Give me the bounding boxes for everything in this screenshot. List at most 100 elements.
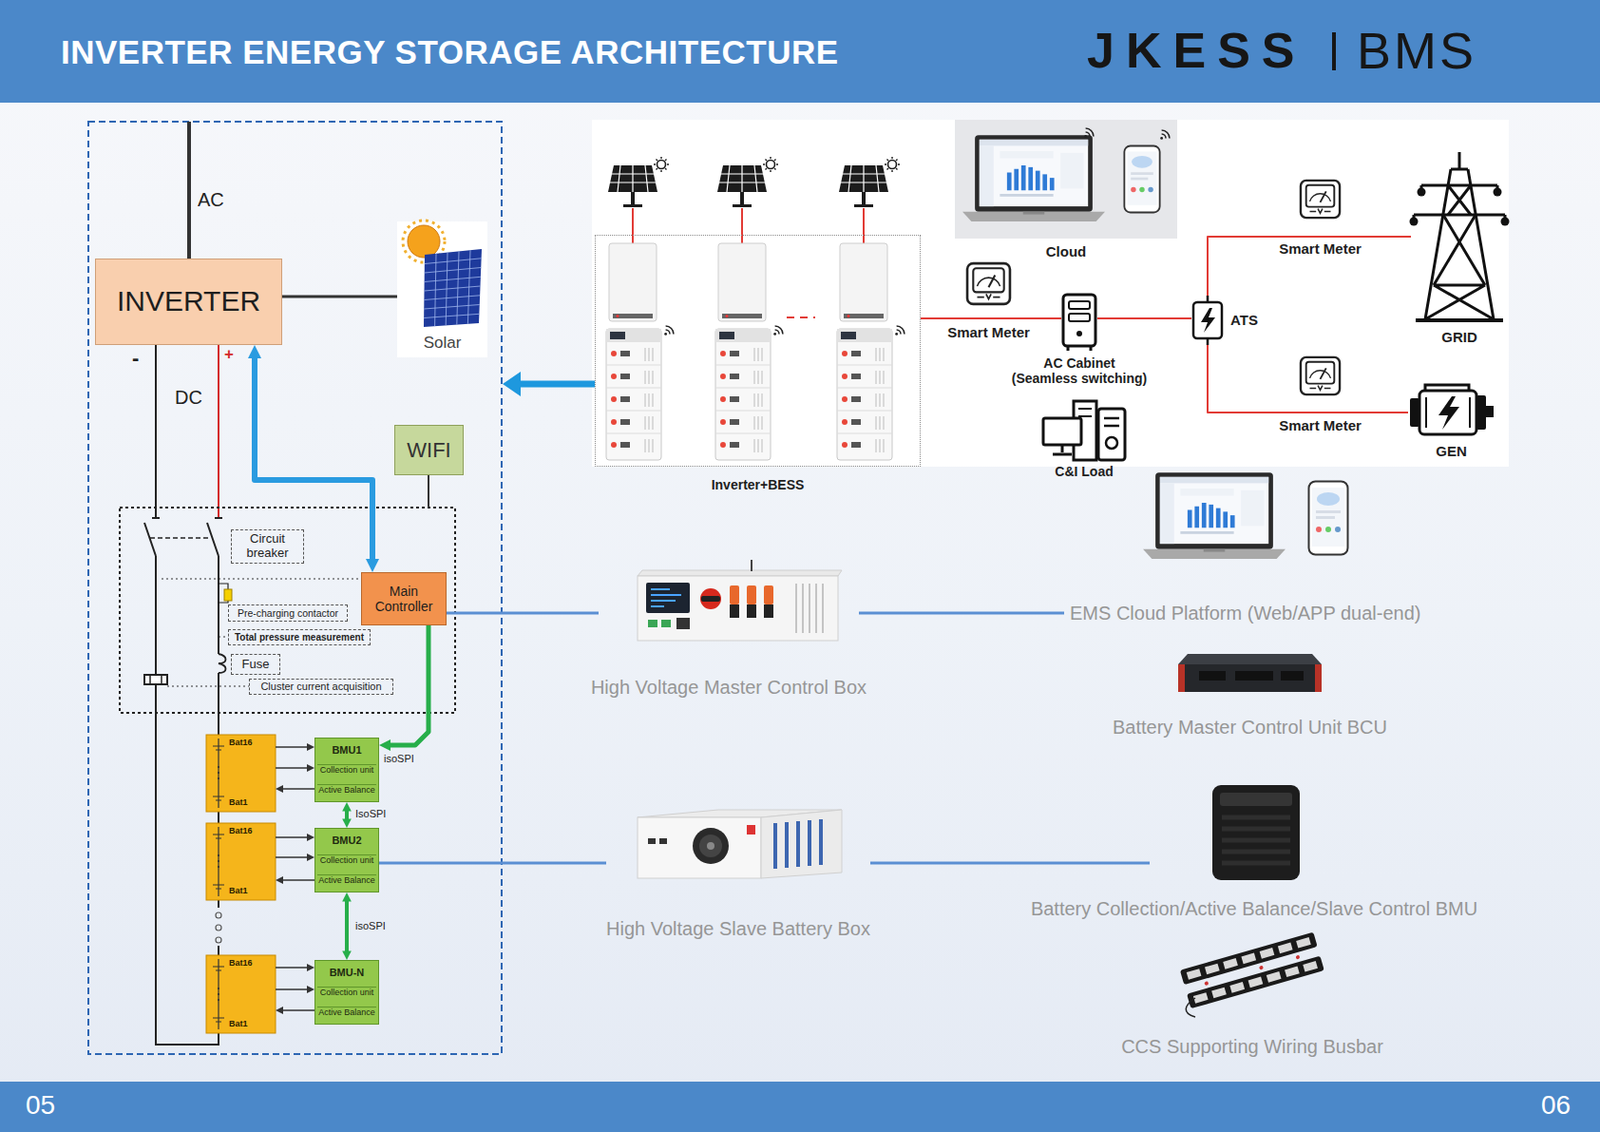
node-label: BMU-N	[317, 966, 377, 978]
signal-label: isoSPI	[383, 752, 415, 764]
ccs-busbar-art	[1211, 987, 1227, 999]
master-control-box-art	[763, 604, 774, 618]
connector	[275, 966, 309, 969]
load-icon	[1104, 418, 1120, 426]
load-icon	[1052, 444, 1072, 455]
inverter-bess-units	[606, 243, 905, 460]
ccs-busbar-art	[1186, 955, 1325, 1010]
battery-module-art	[206, 734, 276, 812]
signal-label: IsoSPI	[355, 807, 386, 820]
ccs-busbar-art	[1277, 942, 1294, 954]
node-label: Cluster current acquisition	[260, 680, 381, 693]
generator-icon	[1419, 390, 1477, 435]
slave-box-art	[692, 827, 729, 864]
master-control-box-art	[746, 585, 757, 605]
bess-link-arrow	[502, 371, 595, 397]
ccs-busbar-art	[1180, 932, 1325, 1010]
node-label: WIFI	[406, 438, 451, 462]
bess-link-arrow	[516, 380, 595, 388]
battery-module: Bat16Bat1	[206, 734, 276, 812]
page-number: 05	[25, 1091, 56, 1119]
slave-box-art	[784, 821, 789, 868]
ccs-busbar-art	[1259, 947, 1276, 959]
node-label: Inverter+BESS	[711, 476, 805, 493]
grid-tower: GRID	[1410, 150, 1508, 324]
bcu-art	[1235, 670, 1274, 681]
node-label: Smart Meter	[1278, 417, 1362, 434]
master-control-box-art	[647, 619, 658, 628]
current-acquisition-box: Cluster current acquisition	[248, 678, 394, 695]
inverter-bess-units	[895, 325, 905, 336]
ac-cabinet: AC Cabinet (Seamless switching)	[1061, 292, 1098, 352]
battery-module-art	[212, 826, 225, 896]
grid-tower-icon	[1409, 152, 1510, 321]
brand-logo: JKESS	[1086, 25, 1307, 76]
slave-box-art	[807, 819, 812, 866]
load-icon	[1078, 408, 1092, 417]
battery-module-art	[217, 771, 220, 774]
slave-box-art	[706, 841, 715, 850]
bmu-box: BMU1Collection unitActive Balance	[314, 737, 380, 802]
node-label: GRID	[1441, 328, 1478, 345]
dc-wiring	[167, 685, 249, 686]
node-label: Bat1	[228, 886, 248, 896]
node-label: Battery Master Control Unit BCU	[1112, 716, 1388, 739]
dc-wiring	[150, 674, 162, 685]
dc-wiring	[207, 517, 223, 556]
ac-cabinet-icon	[1067, 345, 1091, 351]
dc-wiring	[217, 555, 220, 735]
dc-wiring	[218, 653, 227, 673]
ems-platform: EMS Cloud Platform (Web/APP dual-end)	[1064, 596, 1440, 629]
ats-icon	[1200, 307, 1216, 333]
connector	[275, 745, 309, 748]
control-box-outline	[119, 507, 456, 713]
solar-art	[423, 249, 482, 326]
ats-icon	[1193, 295, 1222, 345]
ems-devices-art	[1142, 472, 1349, 559]
smart-meter-icon	[1300, 180, 1340, 218]
solar-art	[407, 225, 440, 258]
node-label: High Voltage Master Control Box	[590, 676, 867, 699]
node-label: Smart Meter	[1278, 240, 1362, 257]
master-control-box-art	[676, 617, 690, 629]
header-band	[0, 0, 1600, 103]
circuit-breaker-box: Circuit breaker	[230, 529, 305, 564]
inverter-bess-units	[786, 316, 816, 319]
connector	[858, 611, 1065, 615]
dc-wiring	[155, 344, 219, 1045]
bess-group: Inverter+BESS	[594, 234, 921, 467]
grid-tower-icon	[1417, 188, 1427, 197]
generator: GEN	[1408, 382, 1495, 441]
node-label: Main Controller	[364, 583, 443, 614]
dc-wiring	[215, 936, 222, 943]
node-label: Circuit breaker	[234, 532, 301, 561]
node-label: Active Balance	[317, 874, 377, 886]
node-label: Collection unit	[317, 986, 377, 998]
page-title: INVERTER ENERGY STORAGE ARCHITECTURE	[60, 34, 839, 72]
solar-panel: Solar	[397, 221, 488, 358]
dc-wiring	[144, 674, 168, 685]
ac-cabinet-icon	[1076, 330, 1083, 337]
grid-tower-icon	[1413, 185, 1505, 220]
pv-array	[632, 208, 864, 244]
slave-box-art	[659, 838, 667, 844]
bmu-box: BMU2Collection unitActive Balance	[314, 827, 380, 893]
generator-icon	[1426, 397, 1470, 428]
connector	[446, 611, 599, 615]
connector	[282, 295, 398, 299]
battery-module-art	[217, 854, 220, 857]
wifi-module: WIFI	[394, 424, 464, 476]
generator-icon	[1438, 396, 1460, 430]
ems-devices-art	[1309, 481, 1349, 555]
connector	[1207, 344, 1409, 413]
smart-meter-icon	[967, 263, 1010, 305]
node-label: Bat1	[228, 798, 248, 808]
pre-charge-contactor-box: Pre-charging contactor	[228, 604, 348, 622]
load-icon	[1043, 418, 1082, 445]
node-label: Collection unit	[317, 854, 377, 866]
connector	[344, 808, 349, 822]
ccs-busbar-art	[1266, 971, 1282, 983]
grid-tower-icon	[1409, 217, 1419, 227]
ac-wire	[189, 121, 191, 259]
grid-tower-icon	[1493, 188, 1503, 197]
